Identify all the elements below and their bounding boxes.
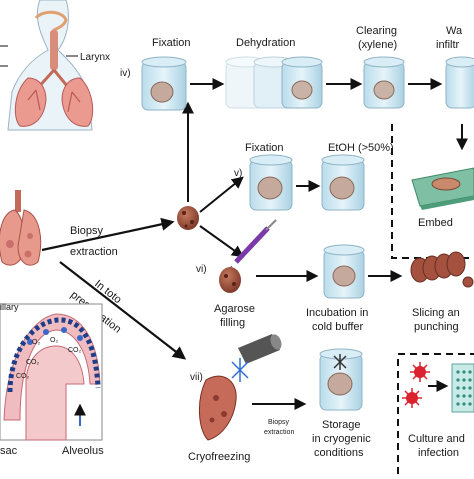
route-vi-label: vi) [196, 264, 207, 275]
route-v-label: v) [234, 168, 242, 179]
o2-label-1: O₂ [32, 339, 40, 346]
fixation-iv-label: Fixation [152, 37, 191, 49]
small-extraction-label: extraction [264, 429, 294, 436]
cryo-tube-icon [238, 334, 282, 364]
branch-arrow-v [199, 176, 244, 213]
route-vii-label: vii) [190, 372, 203, 383]
wax-label: Wa [446, 25, 463, 37]
culture-plate-icon [451, 363, 474, 413]
incubation-jar [323, 244, 365, 299]
dehydration-jars [225, 56, 323, 109]
snowflake-icon [231, 358, 249, 382]
co2-label-3: CO₂ [16, 373, 30, 380]
larynx-label: Larynx [80, 52, 110, 63]
alveolus-label: Alveolus [62, 445, 104, 457]
fixation-jar-v [249, 154, 293, 211]
co2-label-2: CO₂ [68, 347, 82, 354]
frozen-lung-lobe [198, 375, 237, 441]
small-biopsy-label: Biopsy [268, 419, 290, 426]
culture-label: Culture and [408, 433, 465, 445]
clearing-label: Clearing [356, 25, 397, 37]
culture-dashed-outline [397, 353, 474, 474]
tissue-slices [410, 251, 474, 288]
syringe-icon [225, 219, 277, 273]
sac-label: sac [0, 445, 18, 457]
tissue-sample [177, 206, 199, 230]
cold-buffer-label: cold buffer [312, 321, 364, 333]
virus-icons [402, 362, 430, 408]
agarose-tissue [219, 267, 241, 293]
alveolus-inset [0, 303, 103, 441]
route-iv-label: iv) [120, 68, 131, 79]
storage-jar [319, 348, 363, 411]
slicing-label: Slicing an [412, 307, 460, 319]
conditions-label: conditions [314, 447, 364, 459]
o2-label-2: O₂ [50, 337, 58, 344]
embedding-label: Embed [418, 217, 453, 229]
biopsy-label: Biopsy [70, 225, 104, 237]
infiltration-label: infiltr [436, 39, 460, 51]
lungs-icon [0, 190, 42, 266]
biopsy-arrow [41, 217, 175, 252]
agarose-label: Agarose [214, 303, 255, 315]
fixation-jar-iv [141, 56, 187, 111]
dashed-outline [391, 124, 474, 259]
embedding-cassette [411, 167, 474, 210]
xylene-label: (xylene) [358, 39, 397, 51]
clearing-jar [363, 56, 405, 109]
incubation-label: Incubation in [306, 307, 368, 319]
human-torso-illustration [7, 0, 94, 131]
cryogenic-label: in cryogenic [312, 433, 371, 445]
storage-label: Storage [322, 419, 361, 431]
etoh-label: EtOH (>50%) [328, 142, 394, 154]
dehydration-label: Dehydration [236, 37, 295, 49]
fixation-v-label: Fixation [245, 142, 284, 154]
punching-label: punching [414, 321, 459, 333]
etoh-jar [321, 154, 365, 211]
co2-label-1: CO₂ [26, 359, 40, 366]
capillary-label: illary [0, 302, 19, 312]
infection-label: infection [418, 447, 459, 459]
filling-label: filling [220, 317, 245, 329]
branch-arrow-vi [199, 225, 244, 258]
in-toto-arrow [59, 261, 187, 360]
in-toto-label: In toto [92, 278, 123, 306]
cryofreezing-label: Cryofreezing [188, 451, 250, 463]
extraction-label: extraction [70, 246, 118, 258]
wax-jar [445, 56, 474, 109]
